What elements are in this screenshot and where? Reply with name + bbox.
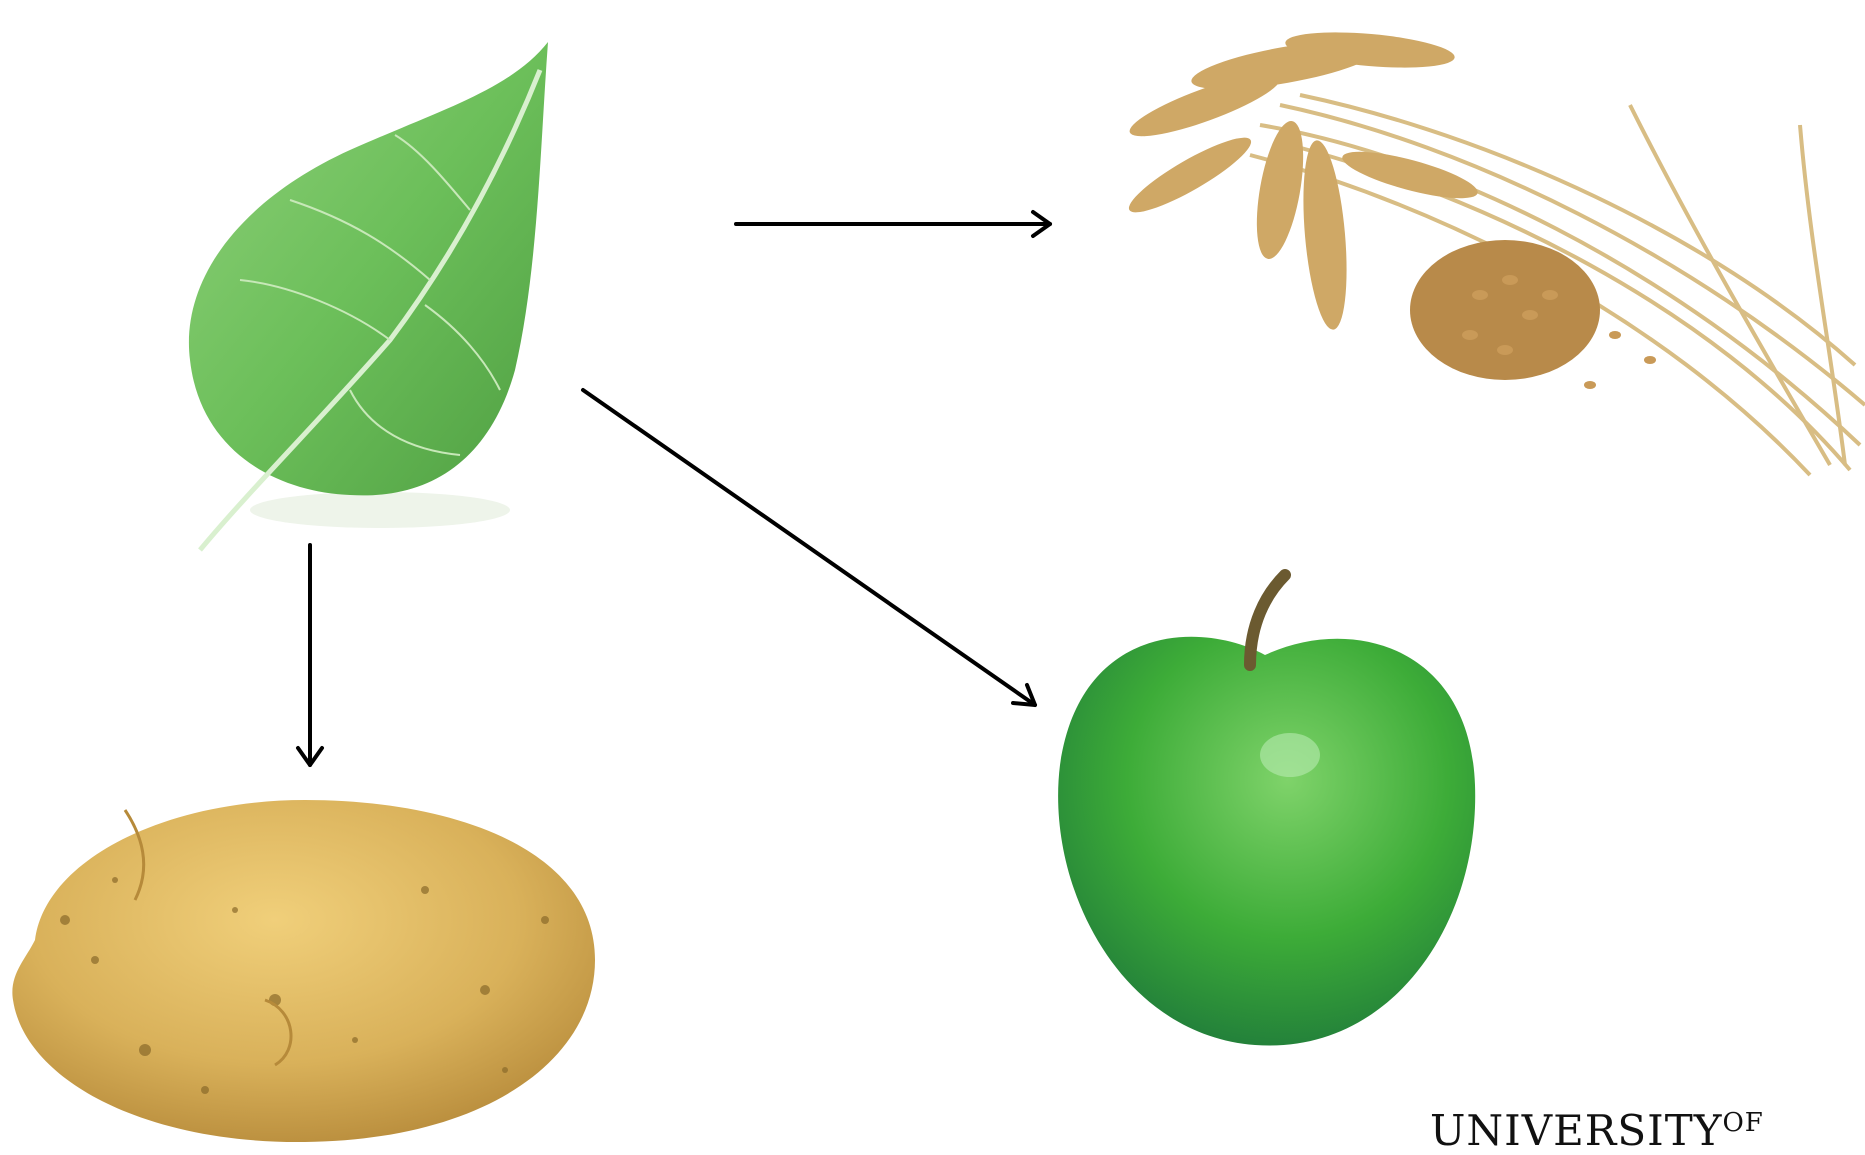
arrow-leaf-to-wheat (736, 212, 1050, 236)
university-logo-text: UNIVERSITYOF (1430, 1110, 1764, 1152)
footer-text: UNIVERSITY (1430, 1106, 1722, 1155)
footer-suffix: OF (1722, 1108, 1763, 1138)
arrow-leaf-to-apple (583, 390, 1035, 705)
arrow-leaf-to-potato (298, 545, 322, 765)
